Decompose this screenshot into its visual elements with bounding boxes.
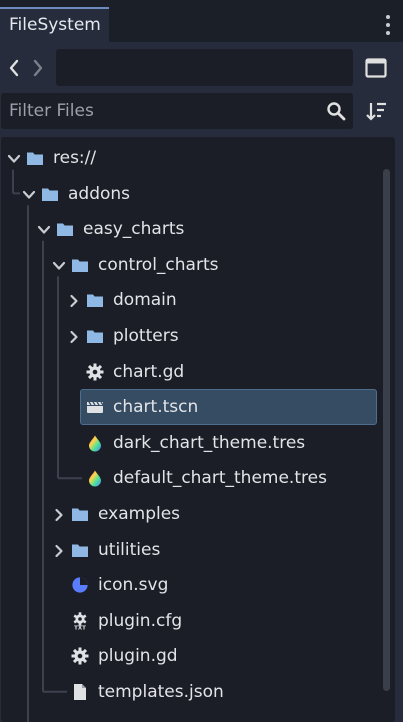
chevron-right-icon[interactable] xyxy=(67,293,81,308)
tree-item-partial[interactable] xyxy=(1,710,395,722)
folder-icon xyxy=(86,327,104,345)
tree-item-plugin-gd[interactable]: plugin.gd xyxy=(1,638,395,674)
theme-icon xyxy=(86,469,104,487)
chevron-down-icon[interactable] xyxy=(7,151,21,165)
sort-files-icon[interactable] xyxy=(364,99,388,123)
tree-item-res[interactable]: res:// xyxy=(1,140,395,176)
tree-item-addons[interactable]: addons xyxy=(1,176,395,212)
tree-item-control-charts[interactable]: control_charts xyxy=(1,247,395,283)
tree-item-examples[interactable]: examples xyxy=(1,496,395,532)
tree-item-label: chart.gd xyxy=(113,361,185,382)
folder-icon xyxy=(71,505,89,523)
tree-item-label: utilities xyxy=(98,539,161,560)
tree-guide-lines xyxy=(12,169,82,722)
chevron-down-icon[interactable] xyxy=(52,258,66,272)
config-icon: TXT xyxy=(71,612,89,631)
tree-item-plotters[interactable]: plotters xyxy=(1,318,395,354)
tree-item-chart-gd[interactable]: chart.gd xyxy=(1,354,395,390)
tree-item-label: icon.svg xyxy=(98,575,169,596)
back-arrow-icon[interactable] xyxy=(6,57,22,79)
tree-item-label: plugin.gd xyxy=(98,646,178,667)
tree-item-label: plugin.cfg xyxy=(98,610,183,631)
tree-item-label: templates.json xyxy=(98,682,224,702)
tree-item-utilities[interactable]: utilities xyxy=(1,532,395,568)
search-icon xyxy=(327,102,346,121)
tree-item-label: domain xyxy=(113,290,177,311)
tree-item-label: res:// xyxy=(53,148,97,168)
tree-item-chart-tscn[interactable]: chart.tscn xyxy=(1,389,395,426)
script-icon xyxy=(71,647,89,665)
dock-tab-bar: FileSystem xyxy=(0,0,403,42)
script-icon xyxy=(86,363,104,381)
tree-item-icon-svg[interactable]: icon.svg xyxy=(1,567,395,603)
chevron-right-icon[interactable] xyxy=(52,543,66,557)
tree-item-label: plotters xyxy=(113,326,179,346)
theme-icon xyxy=(86,434,104,452)
tree-item-default-chart-theme-tres[interactable]: default_chart_theme.tres xyxy=(1,460,395,496)
tab-filesystem[interactable]: FileSystem xyxy=(0,7,109,42)
forward-arrow-icon[interactable] xyxy=(30,57,46,79)
tree-item-domain[interactable]: domain xyxy=(1,282,395,318)
selection-highlight xyxy=(80,389,377,426)
tree-item-label: dark_chart_theme.tres xyxy=(113,432,306,453)
chevron-right-icon[interactable] xyxy=(52,507,66,522)
tree-item-dark-chart-theme-tres[interactable]: dark_chart_theme.tres xyxy=(1,425,395,461)
tree-item-templates-json[interactable]: templates.json xyxy=(1,674,395,710)
folder-icon xyxy=(71,256,89,274)
tree-item-label: chart.tscn xyxy=(113,397,199,418)
folder-icon xyxy=(86,291,104,309)
tree-item-label: default_chart_theme.tres xyxy=(113,468,327,489)
svg-text:TXT: TXT xyxy=(74,625,86,629)
filter-files-input[interactable] xyxy=(1,93,316,129)
tree-item-label: addons xyxy=(68,183,131,204)
scene-icon xyxy=(86,398,104,416)
partial-icon xyxy=(56,719,74,722)
chevron-down-icon[interactable] xyxy=(22,187,36,201)
file-icon xyxy=(71,683,89,701)
folder-icon xyxy=(41,185,59,203)
tree-item-label: examples xyxy=(98,504,181,524)
tree-item-label: control_charts xyxy=(98,254,219,275)
path-field[interactable] xyxy=(56,49,353,86)
tree-item-label: easy_charts xyxy=(83,219,185,240)
image-icon xyxy=(71,576,89,594)
tree-scrollbar[interactable] xyxy=(383,169,390,691)
folder-icon xyxy=(71,541,89,559)
chevron-down-icon[interactable] xyxy=(37,222,51,236)
tree-item-plugin-cfg[interactable]: TXT plugin.cfg xyxy=(1,603,395,639)
dock-menu-icon[interactable] xyxy=(383,12,393,38)
toggle-split-mode-icon[interactable] xyxy=(364,56,388,80)
folder-icon xyxy=(26,149,44,167)
filter-files-field[interactable] xyxy=(1,93,353,129)
tree-item-easy-charts[interactable]: easy_charts xyxy=(1,211,395,247)
chevron-right-icon[interactable] xyxy=(67,329,81,344)
folder-icon xyxy=(56,220,74,238)
